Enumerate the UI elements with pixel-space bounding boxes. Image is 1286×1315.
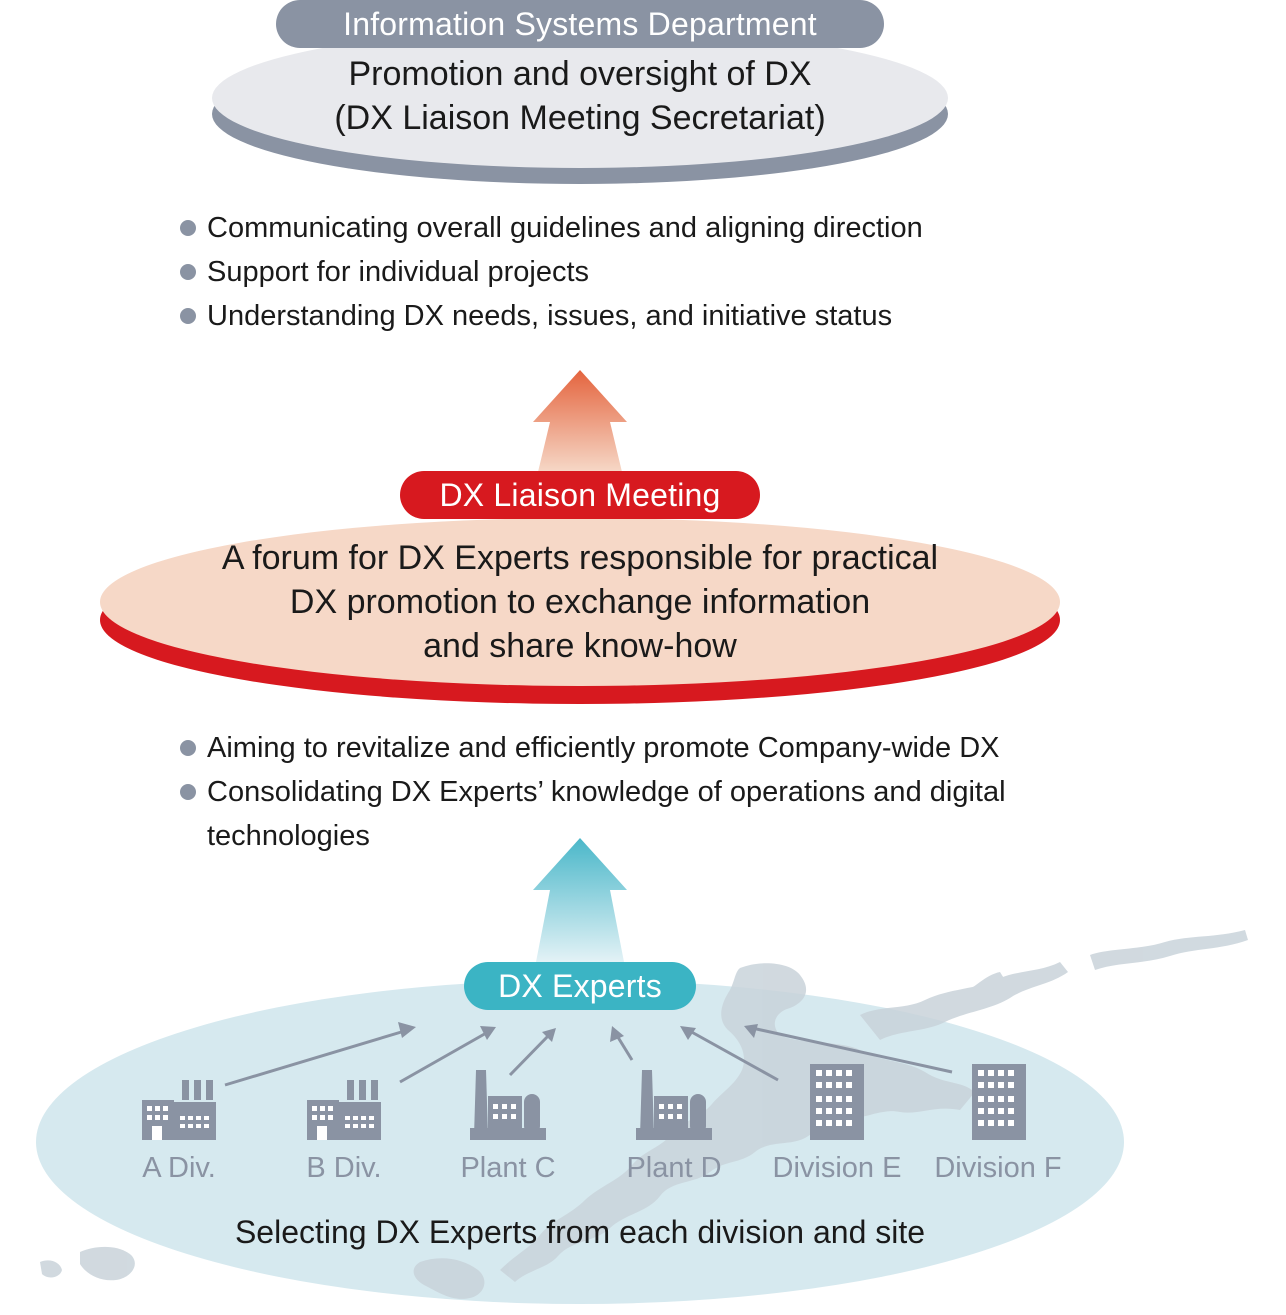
bullet-dot-icon bbox=[180, 740, 196, 756]
top-bullet-2: Support for individual projects bbox=[180, 250, 1080, 294]
middle-bullet-list: Aiming to revitalize and efficiently pro… bbox=[180, 726, 1140, 858]
middle-ellipse-text: A forum for DX Experts responsible for p… bbox=[120, 536, 1040, 668]
dx-liaison-meeting-label: DX Liaison Meeting bbox=[400, 471, 760, 519]
top-line-2: (DX Liaison Meeting Secretariat) bbox=[334, 99, 826, 137]
information-systems-department-label: Information Systems Department bbox=[276, 0, 884, 48]
teal-up-arrow-icon bbox=[533, 838, 627, 962]
unit-label-division-f: Division F bbox=[934, 1152, 1062, 1184]
unit-label-b-div: B Div. bbox=[306, 1152, 382, 1184]
middle-ellipse-face bbox=[100, 518, 1060, 686]
top-line-1: Promotion and oversight of DX bbox=[348, 55, 812, 93]
middle-bullet-1: Aiming to revitalize and efficiently pro… bbox=[180, 726, 1140, 770]
red-up-arrow-icon bbox=[533, 370, 627, 472]
unit-label-a-div: A Div. bbox=[142, 1152, 216, 1184]
middle-bullet-2: Consolidating DX Experts’ knowledge of o… bbox=[180, 770, 1140, 858]
office-building-icon bbox=[972, 1064, 1026, 1140]
office-building-icon bbox=[810, 1064, 864, 1140]
top-bullet-1: Communicating overall guidelines and ali… bbox=[180, 206, 1080, 250]
unit-label-plant-d: Plant D bbox=[626, 1152, 722, 1184]
top-bullet-list: Communicating overall guidelines and ali… bbox=[180, 206, 1080, 338]
bullet-dot-icon bbox=[180, 264, 196, 280]
dx-experts-label: DX Experts bbox=[464, 962, 696, 1010]
map-silhouette bbox=[40, 930, 1248, 1299]
middle-line-2: DX promotion to exchange information bbox=[289, 583, 871, 621]
bullet-dot-icon bbox=[180, 784, 196, 800]
top-bullet-3: Understanding DX needs, issues, and init… bbox=[180, 294, 1080, 338]
bottom-caption: Selecting DX Experts from each division … bbox=[234, 1214, 926, 1250]
factory-icon bbox=[307, 1080, 381, 1140]
plant-icon bbox=[470, 1070, 546, 1140]
unit-arrows bbox=[224, 1026, 953, 1087]
unit-arrowheads bbox=[398, 1022, 758, 1042]
bullet-dot-icon bbox=[180, 308, 196, 324]
top-ellipse-text: Promotion and oversight of DX (DX Liaiso… bbox=[212, 52, 948, 140]
plant-icon bbox=[636, 1070, 712, 1140]
bottom-ellipse bbox=[36, 980, 1124, 1304]
factory-icon bbox=[142, 1080, 216, 1140]
bullet-dot-icon bbox=[180, 220, 196, 236]
middle-line-1: A forum for DX Experts responsible for p… bbox=[221, 539, 939, 577]
middle-line-3: and share know-how bbox=[423, 627, 737, 665]
top-ellipse-face bbox=[212, 28, 948, 168]
unit-label-division-e: Division E bbox=[772, 1152, 902, 1184]
unit-label-plant-c: Plant C bbox=[460, 1152, 556, 1184]
